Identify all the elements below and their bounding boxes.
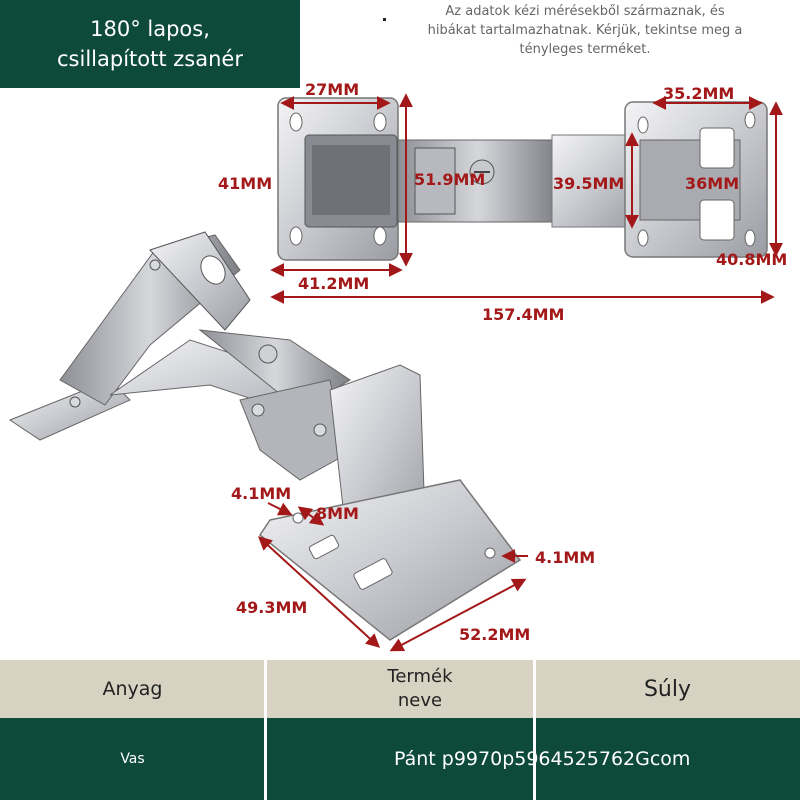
dimension-plate-length: 49.3MM xyxy=(236,598,308,617)
spec-table-value-row xyxy=(0,718,800,800)
dimension-left-height: 41MM xyxy=(218,174,273,193)
header-weight: Súly xyxy=(643,676,692,702)
header-product-name: Termék neve xyxy=(387,666,453,711)
dimension-hole-size: 8MM xyxy=(316,504,359,523)
note-line-3: tényleges terméket. xyxy=(519,42,651,57)
disclaimer-note: Az adatok kézi mérésekből származnak, és… xyxy=(390,2,780,59)
folded-hinge-3d-view xyxy=(8,231,522,641)
dimension-total-length: 157.4MM xyxy=(482,305,565,324)
top-dimension-lines xyxy=(270,93,783,304)
hinge-drawing xyxy=(8,93,783,652)
title-banner: 180° lapos, csillapított zsanér xyxy=(0,0,300,88)
note-line-1: Az adatok kézi mérésekből származnak, és xyxy=(445,4,725,19)
dimension-hole-offset-right: 4.1MM xyxy=(535,548,596,567)
dimension-hole-offset-left: 4.1MM xyxy=(231,484,292,503)
dimension-plate-width: 52.2MM xyxy=(459,625,531,644)
title-line-2: csillapított zsanér xyxy=(57,47,243,71)
value-weight: Pánt p9970p5964525762Gcom xyxy=(394,748,691,770)
table-divider-1 xyxy=(264,660,267,800)
bottom-dimension-lines xyxy=(257,502,528,652)
bullet-icon xyxy=(383,18,386,21)
note-line-2: hibákat tartalmazhatnak. Kérjük, tekints… xyxy=(427,23,743,38)
table-divider-2 xyxy=(533,660,536,800)
dimension-left-inner-height: 51.9MM xyxy=(414,170,486,189)
dimension-left-bottom-width: 41.2MM xyxy=(298,274,370,293)
dimension-right-outer-height: 40.8MM xyxy=(716,250,788,269)
header-material: Anyag xyxy=(102,678,163,700)
value-material: Vas xyxy=(120,751,145,767)
title-line-1: 180° lapos, xyxy=(90,17,210,41)
spec-table-header-row xyxy=(0,660,800,718)
dimension-right-height: 36MM xyxy=(685,174,740,193)
dimension-right-inner-height: 39.5MM xyxy=(553,174,625,193)
dimension-top-left-width: 27MM xyxy=(305,80,360,99)
dimension-top-right-width: 35.2MM xyxy=(663,84,735,103)
